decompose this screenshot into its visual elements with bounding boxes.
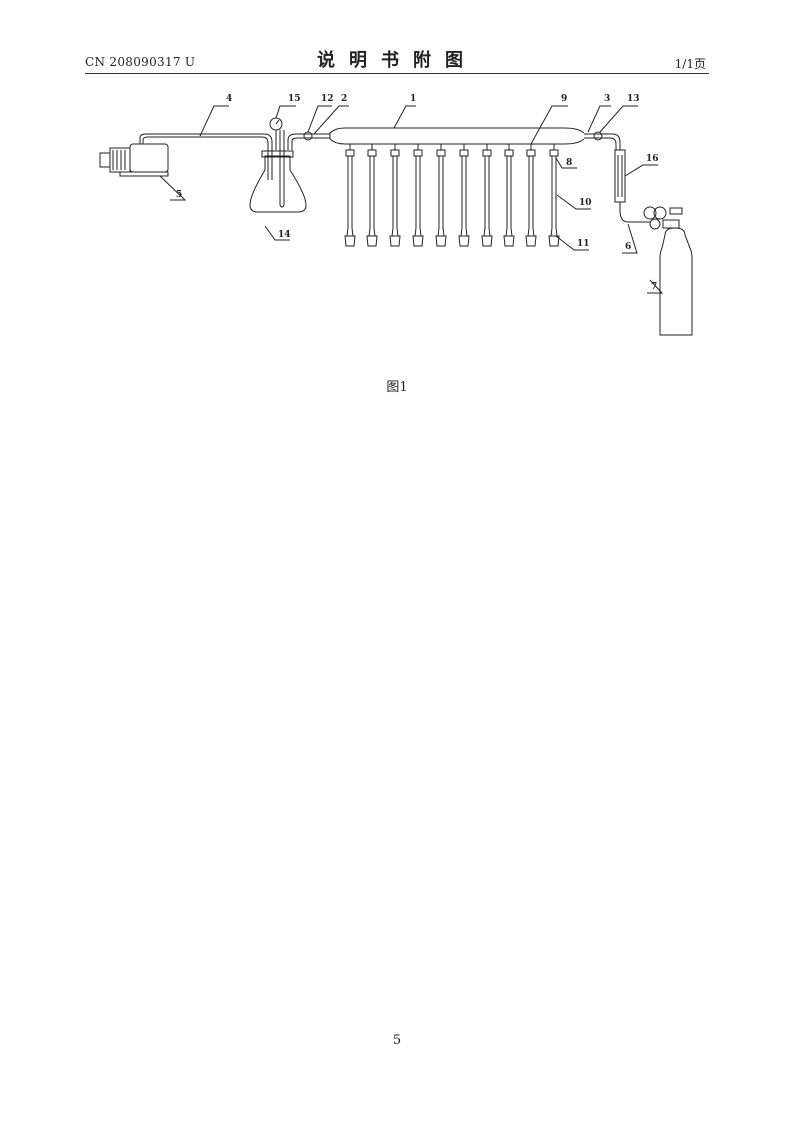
- callout-15: 15: [288, 94, 301, 104]
- callout-6: 6: [625, 242, 631, 252]
- document-number: CN 208090317 U: [85, 55, 196, 69]
- callout-5: 5: [176, 190, 182, 200]
- callout-4: 4: [226, 94, 232, 104]
- gas-cylinder: [659, 227, 693, 336]
- callout-2: 2: [341, 94, 347, 104]
- manifold-tube: [329, 127, 585, 134]
- callout-13: 13: [627, 94, 640, 104]
- callout-10: 10: [579, 198, 592, 208]
- branch-tubes: [344, 144, 560, 247]
- header-rule: [85, 73, 709, 74]
- callout-1: 1: [410, 94, 416, 104]
- section-title: 说明书附图: [317, 50, 477, 71]
- callout-12: 12: [321, 94, 334, 104]
- buffer-flask: [249, 155, 307, 213]
- page-number: 5: [392, 1033, 402, 1048]
- callout-9: 9: [561, 94, 567, 104]
- figure-caption: 图1: [386, 380, 408, 395]
- page-count: 1/1页: [674, 57, 706, 71]
- flowmeter: [614, 149, 626, 203]
- apparatus-diagram: 4 15 12 2 1 9 3 13 16 8 10 11 5 14 6 7: [99, 94, 693, 336]
- pressure-regulator: [643, 206, 657, 220]
- vacuum-pump: [99, 143, 169, 177]
- callout-8: 8: [566, 158, 572, 168]
- vacuum-tube: [139, 133, 273, 150]
- callout-7: 7: [651, 282, 657, 292]
- callout-16: 16: [646, 154, 659, 164]
- callout-3: 3: [604, 94, 610, 104]
- callout-11: 11: [577, 239, 590, 249]
- callout-14: 14: [278, 230, 291, 240]
